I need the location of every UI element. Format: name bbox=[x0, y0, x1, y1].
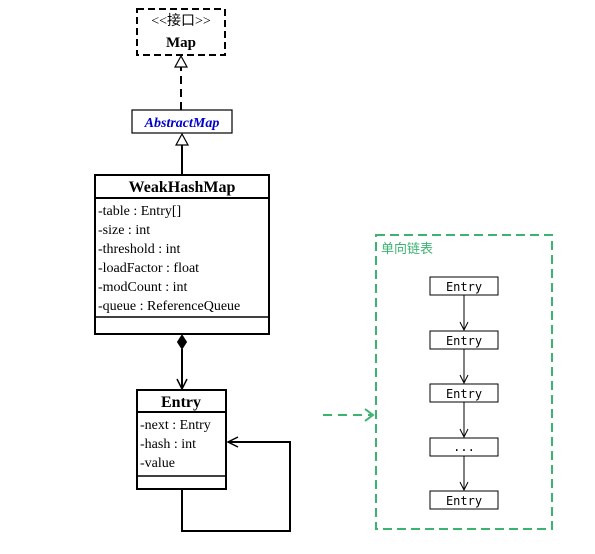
self-association-arrowhead bbox=[226, 436, 239, 448]
linked-list-link-arrowhead bbox=[459, 481, 469, 492]
generalization-arrowhead bbox=[174, 132, 190, 146]
linked-list-node-label: ... bbox=[453, 440, 475, 454]
composition-diamond bbox=[176, 334, 188, 350]
linked-list-link-arrowhead bbox=[459, 374, 469, 385]
entry-frame bbox=[136, 389, 227, 490]
weakhashmap-field: -loadFactor : float bbox=[98, 261, 199, 276]
weakhashmap-field: -modCount : int bbox=[98, 280, 188, 295]
linked-list-link-arrowhead bbox=[459, 321, 469, 332]
pointer-arrowhead bbox=[364, 408, 375, 422]
map-interface-frame bbox=[136, 8, 226, 56]
abstractmap-box: AbstractMap bbox=[131, 109, 233, 134]
entry-field: -value bbox=[140, 456, 175, 471]
map-stereotype: <<接口>> bbox=[151, 12, 211, 29]
entry-box: Entry -next : Entry -hash : int -value bbox=[136, 389, 227, 490]
entry-field: -hash : int bbox=[140, 437, 196, 452]
entry-field: -next : Entry bbox=[140, 418, 211, 433]
weakhashmap-frame bbox=[94, 174, 270, 335]
weakhashmap-field: -size : int bbox=[98, 223, 150, 238]
linked-list-frame bbox=[375, 234, 553, 530]
map-interface-name: Map bbox=[166, 35, 196, 51]
linked-list-container: 单向链表 Entry Entry Entry ... Entry bbox=[375, 234, 553, 530]
linked-list-pointer-arrow bbox=[323, 408, 375, 422]
weakhashmap-name: WeakHashMap bbox=[129, 179, 236, 196]
self-association-line bbox=[181, 441, 291, 532]
entry-name: Entry bbox=[161, 394, 201, 411]
weakhashmap-field: -table : Entry[] bbox=[98, 204, 181, 219]
realization-arrow bbox=[173, 54, 189, 110]
linked-list-link-arrowhead bbox=[459, 428, 469, 439]
linked-list-node-label: Entry bbox=[446, 280, 482, 294]
linked-list-node-box bbox=[429, 490, 499, 510]
generalization-arrow bbox=[174, 132, 190, 175]
map-interface-box: <<接口>> Map bbox=[136, 8, 226, 56]
weakhashmap-box: WeakHashMap -table : Entry[] -size : int… bbox=[94, 174, 270, 335]
linked-list-title: 单向链表 bbox=[381, 241, 433, 257]
composition-arrow bbox=[176, 334, 188, 391]
realization-arrowhead bbox=[173, 54, 189, 68]
linked-list-node-label: Entry bbox=[446, 387, 482, 401]
linked-list-node-label: Entry bbox=[446, 494, 482, 508]
weakhashmap-field: -threshold : int bbox=[98, 242, 181, 257]
linked-list-node-label: Entry bbox=[446, 334, 482, 348]
weakhashmap-field: -queue : ReferenceQueue bbox=[98, 299, 240, 314]
self-association-arrow bbox=[181, 436, 291, 532]
abstractmap-name: AbstractMap bbox=[144, 116, 220, 131]
